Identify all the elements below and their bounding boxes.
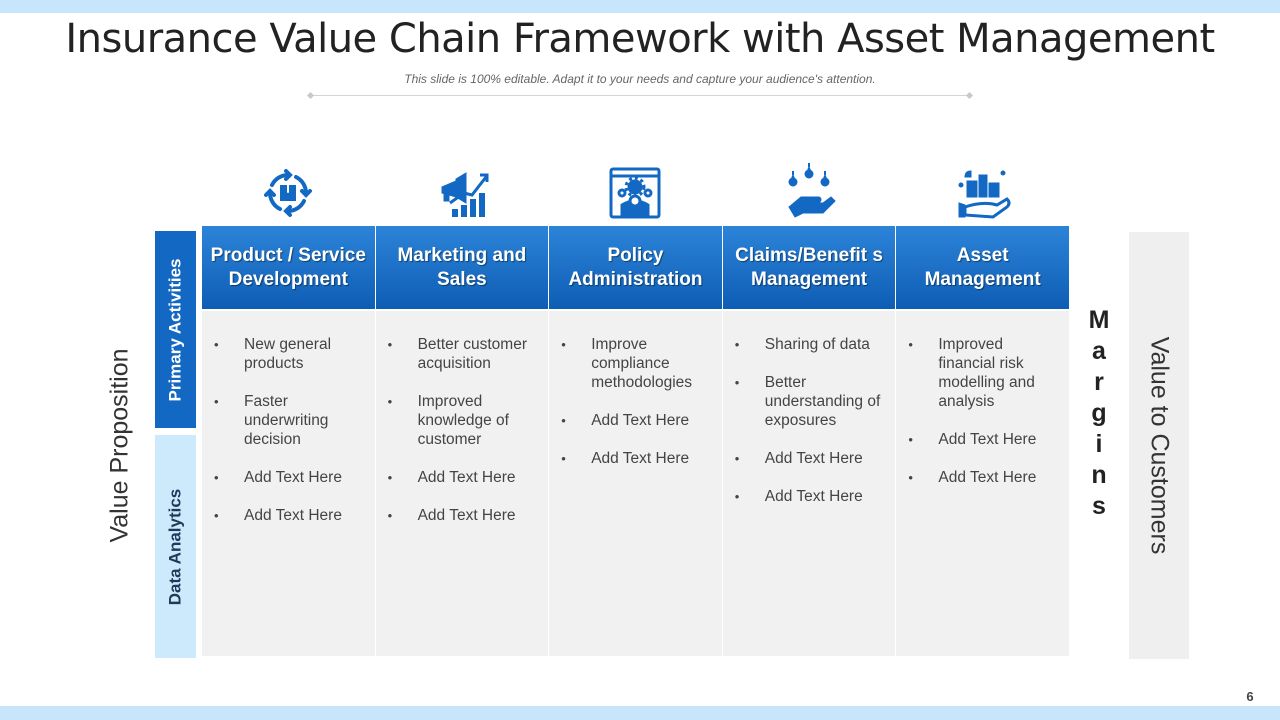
column-body: Better customer acquisition Improved kno… [375,309,549,656]
list-item: Better understanding of exposures [733,373,886,430]
list-item: Better customer acquisition [386,335,539,373]
list-item: Add Text Here [559,449,712,468]
data-analytics-text: Data Analytics [165,488,185,605]
list-item: Improve compliance methodologies [559,335,712,392]
slide-subtitle: This slide is 100% editable. Adapt it to… [404,72,876,86]
column-policy-administration: Policy Administration Improve compliance… [549,160,723,656]
list-item: New general products [212,335,365,373]
product-cycle-icon [255,160,322,226]
value-proposition-label: Value Proposition [102,232,138,658]
hand-assets-icon [949,160,1016,226]
top-band [0,0,1280,13]
margins-letter: i [1095,430,1103,458]
data-analytics-tab: Data Analytics [155,435,196,658]
column-body: Improve compliance methodologies Add Tex… [549,309,722,656]
column-header: Product / Service Development [202,160,375,309]
column-header: Policy Administration [549,160,722,309]
column-marketing-sales: Marketing and Sales Better customer acqu… [375,160,550,656]
column-claims-management: Claims/Benefit s Management Sharing of d… [722,160,897,656]
column-body: New general products Faster underwriting… [202,309,375,656]
column-heading-text: Claims/Benefit s Management [735,244,883,290]
column-product-development: Product / Service Development New genera… [202,160,376,656]
primary-activities-text: Primary Activities [165,258,185,401]
list-item: Add Text Here [386,468,539,487]
primary-activities-tab: Primary Activities [155,231,196,428]
list-item: Add Text Here [906,430,1059,449]
list-item: Sharing of data [733,335,886,354]
title-divider [312,95,970,96]
margins-letter: g [1091,399,1107,427]
list-item: Add Text Here [906,468,1059,487]
column-body: Sharing of data Better understanding of … [722,309,896,656]
column-heading-text: Product / Service Development [210,244,366,290]
margins-letter: a [1092,337,1106,365]
megaphone-growth-icon [428,160,495,226]
list-item: Add Text Here [212,468,365,487]
margins-letter: r [1094,368,1104,396]
column-heading-text: Marketing and Sales [397,244,527,290]
value-to-customers-text: Value to Customers [1145,336,1174,555]
column-heading-text: Asset Management [924,244,1041,290]
margins-letter: s [1092,492,1106,520]
value-to-customers-panel: Value to Customers [1129,232,1189,659]
list-item: Add Text Here [386,506,539,525]
admin-person-icon [602,160,669,226]
list-item: Add Text Here [212,506,365,525]
column-heading-text: Policy Administration [568,244,703,290]
slide-title: Insurance Value Chain Framework with Ass… [65,16,1215,62]
margins-letter: n [1091,461,1107,489]
divider-diamond-left [306,91,315,100]
margins-label: M a r g i n s [1082,305,1116,522]
hand-drops-icon [776,160,843,226]
bottom-band [0,706,1280,720]
column-header: Asset Management [896,160,1069,309]
value-proposition-text: Value Proposition [105,347,134,543]
column-body: Improved financial risk modelling and an… [896,309,1069,656]
value-chain-columns: Product / Service Development New genera… [202,160,1069,656]
list-item: Add Text Here [559,411,712,430]
list-item: Add Text Here [733,487,886,506]
column-header: Claims/Benefit s Management [722,160,896,309]
column-header: Marketing and Sales [375,160,549,309]
page-number: 6 [1246,689,1254,704]
column-asset-management: Asset Management Improved financial risk… [896,160,1069,656]
list-item: Improved financial risk modelling and an… [906,335,1059,411]
divider-diamond-right [965,91,974,100]
list-item: Improved knowledge of customer [386,392,539,449]
list-item: Add Text Here [733,449,886,468]
margins-letter: M [1088,306,1110,334]
list-item: Faster underwriting decision [212,392,365,449]
